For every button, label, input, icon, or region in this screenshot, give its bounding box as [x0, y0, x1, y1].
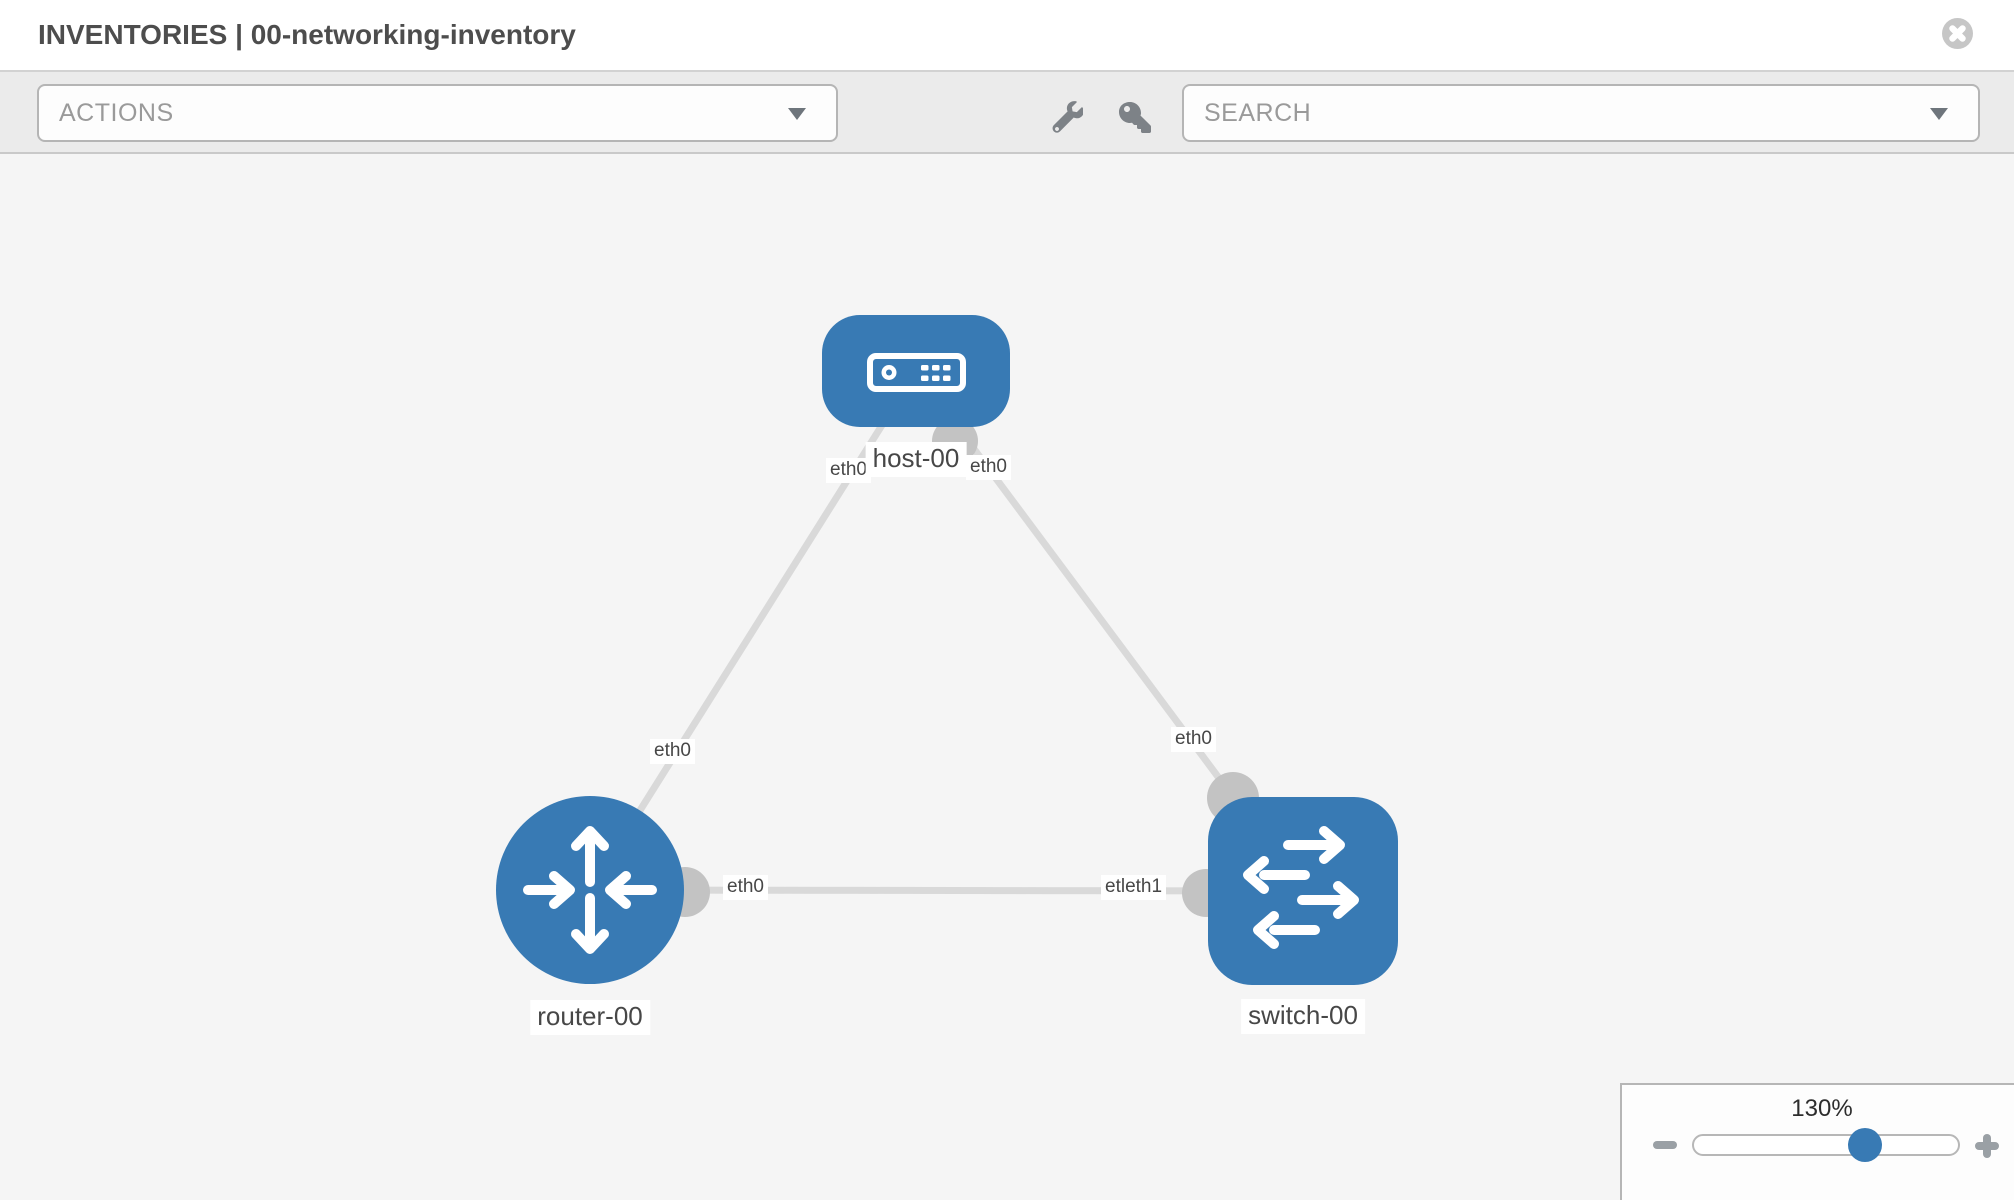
node-label-switch: switch-00 [1241, 999, 1365, 1034]
connectors-group [660, 418, 1259, 917]
zoom-in-button[interactable] [1972, 1131, 2002, 1161]
interface-label: eth0 [723, 875, 768, 900]
zoom-level-label: 130% [1791, 1095, 1853, 1122]
search-dropdown[interactable]: SEARCH [1182, 84, 1980, 142]
caret-down-icon [1930, 108, 1948, 120]
close-button[interactable] [1942, 18, 1973, 49]
interface-label: etleth1 [1101, 875, 1167, 900]
zoom-slider-handle[interactable] [1848, 1128, 1882, 1162]
minus-icon [1653, 1141, 1677, 1149]
switch-node[interactable] [1208, 797, 1398, 985]
node-label-router: router-00 [530, 1000, 650, 1035]
router-node[interactable] [496, 796, 684, 984]
wrench-icon[interactable] [1051, 101, 1083, 133]
actions-dropdown-label: ACTIONS [59, 99, 174, 127]
toolbar: ACTIONS SEARCH [0, 72, 2014, 154]
zoom-control-panel: 130% [1620, 1083, 2014, 1200]
link-host-router[interactable] [587, 369, 919, 892]
zoom-slider-track[interactable] [1692, 1134, 1960, 1156]
interface-label: eth0 [650, 739, 695, 764]
topology-canvas[interactable]: eth0 eth0 eth0 eth0 eth0 etleth1 host-00… [0, 154, 2014, 1200]
header: INVENTORIES | 00-networking-inventory [0, 0, 2014, 72]
switch-arrows-icon [1243, 826, 1359, 949]
search-placeholder: SEARCH [1204, 99, 1312, 127]
actions-dropdown[interactable]: ACTIONS [37, 84, 838, 142]
page-title: INVENTORIES | 00-networking-inventory [38, 19, 576, 50]
interface-label: eth0 [826, 458, 871, 483]
caret-down-icon [788, 108, 806, 120]
interface-label: eth0 [966, 455, 1011, 480]
router-arrows-icon [523, 826, 657, 954]
server-icon [867, 353, 966, 392]
node-label-host: host-00 [865, 442, 967, 477]
key-icon[interactable] [1119, 101, 1151, 133]
interface-label: eth0 [1171, 727, 1216, 752]
host-node[interactable] [822, 315, 1010, 427]
zoom-out-button[interactable] [1650, 1133, 1680, 1157]
close-icon [1949, 25, 1966, 42]
